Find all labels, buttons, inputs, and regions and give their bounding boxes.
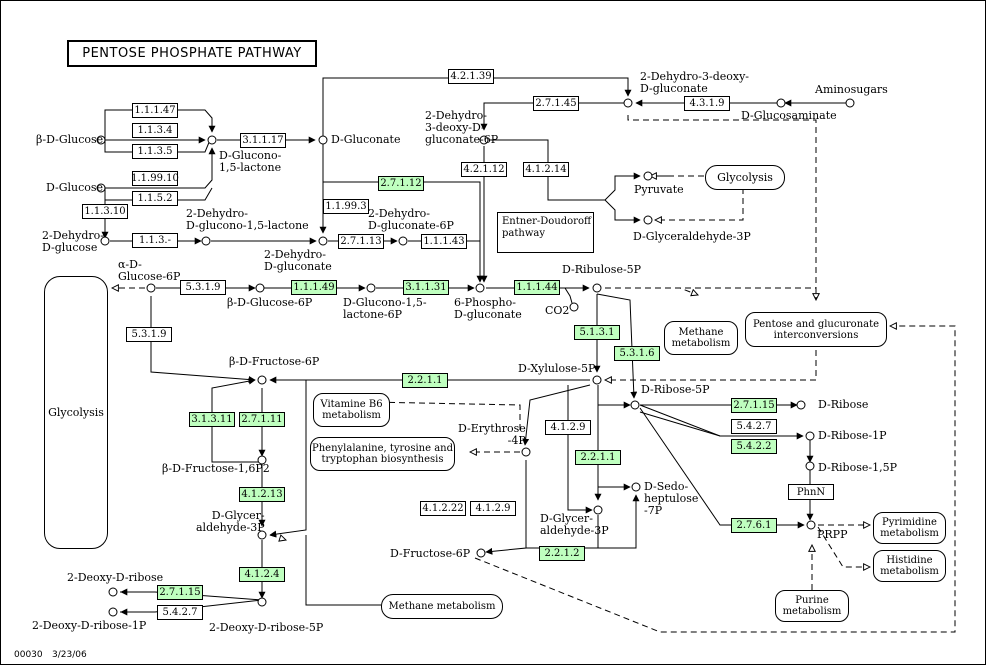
enzyme-5.3.1.9-top[interactable]: 5.3.1.9 — [180, 280, 226, 295]
compound-6-phospho-d-gluconate[interactable]: 6-Phospho- D-gluconate — [454, 296, 522, 321]
enzyme-1.1.5.2[interactable]: 1.1.5.2 — [132, 191, 178, 206]
enzyme-1.1.99.3[interactable]: 1.1.99.3 — [323, 199, 369, 214]
compound-d-ribose-5p[interactable]: D-Ribose-5P — [641, 383, 710, 396]
compound-2-deoxy-d-ribose-5p[interactable]: 2-Deoxy-D-ribose-5P — [209, 621, 324, 634]
compound-d-glucono-lactone-6p[interactable]: D-Glucono-1,5- lactone-6P — [343, 296, 427, 321]
enzyme-4.2.1.39[interactable]: 4.2.1.39 — [448, 69, 494, 84]
compound-d-fructose-6p[interactable]: D-Fructose-6P — [390, 547, 471, 560]
note-entner-doudoroff: Entner-Doudoroff pathway — [497, 212, 594, 253]
enzyme-3.1.1.17[interactable]: 3.1.1.17 — [240, 133, 286, 148]
pathway-phe-tyr-trp[interactable]: Phenylalanine, tyrosine and tryptophan b… — [310, 437, 455, 471]
compound-d-glyceraldehyde-3p-left[interactable]: D-Glycer- aldehyde-3P — [196, 509, 265, 534]
compound-d-ribulose-5p[interactable]: D-Ribulose-5P — [562, 263, 642, 276]
enzyme-5.3.1.6[interactable]: 5.3.1.6 — [614, 346, 660, 361]
enzyme-1.1.3.10[interactable]: 1.1.3.10 — [82, 204, 128, 219]
compound-d-gluconate[interactable]: D-Gluconate — [331, 133, 401, 146]
compound-pyruvate[interactable]: Pyruvate — [634, 183, 684, 196]
enzyme-1.1.1.47[interactable]: 1.1.1.47 — [132, 103, 178, 118]
compound-d-erythrose-4p[interactable]: D-Erythrose -4P — [458, 422, 526, 447]
compound-alpha-d-glucose-6p[interactable]: α-D- Glucose-6P — [118, 258, 181, 283]
enzyme-1.1.3.-[interactable]: 1.1.3.- — [132, 233, 178, 248]
compound-d-ribose[interactable]: D-Ribose — [818, 398, 869, 411]
pathway-vitamin-b6[interactable]: Vitamine B6 metabolism — [313, 393, 390, 427]
enzyme-5.4.2.2[interactable]: 5.4.2.2 — [731, 439, 777, 454]
enzyme-5.4.2.7-top[interactable]: 5.4.2.7 — [731, 419, 777, 434]
compound-prpp[interactable]: PRPP — [817, 528, 848, 541]
enzyme-3.1.3.11[interactable]: 3.1.3.11 — [189, 412, 235, 427]
compound-2-dehydro-d-glucose[interactable]: 2-Dehydro- D-glucose — [42, 229, 104, 254]
enzyme-2.7.6.1[interactable]: 2.7.6.1 — [731, 518, 777, 533]
enzyme-2.7.1.12[interactable]: 2.7.1.12 — [378, 176, 424, 191]
enzyme-2.7.1.11[interactable]: 2.7.1.11 — [239, 412, 285, 427]
pathway-methane-metabolism-bottom[interactable]: Methane metabolism — [381, 594, 503, 619]
pathway-glycolysis-left[interactable]: Glycolysis — [44, 276, 108, 549]
compound-b-d-glucose-6p[interactable]: β-D-Glucose-6P — [227, 296, 313, 309]
compound-2-dehydro-3-deoxy-d-gluconate-6p[interactable]: 2-Dehydro- 3-deoxy-D- gluconate-6P — [425, 109, 499, 146]
enzyme-1.1.1.49[interactable]: 1.1.1.49 — [291, 280, 337, 295]
compound-d-ribose-1p[interactable]: D-Ribose-1P — [818, 429, 887, 442]
compound-b-d-fructose-16p2[interactable]: β-D-Fructose-1,6P2 — [162, 462, 270, 475]
enzyme-2.7.1.15-top[interactable]: 2.7.1.15 — [731, 398, 777, 413]
compound-d-glucose[interactable]: D-Glucose — [46, 181, 104, 194]
enzyme-3.1.1.31[interactable]: 3.1.1.31 — [403, 280, 449, 295]
enzyme-2.7.1.45[interactable]: 2.7.1.45 — [533, 96, 579, 111]
enzyme-1.1.99.10[interactable]: 1.1.99.10 — [131, 171, 179, 186]
compound-d-xylulose-5p[interactable]: D-Xylulose-5P — [518, 362, 596, 375]
enzyme-4.1.2.13[interactable]: 4.1.2.13 — [239, 487, 285, 502]
enzyme-2.7.1.15-bottom[interactable]: 2.7.1.15 — [157, 585, 203, 600]
enzyme-phnn[interactable]: PhnN — [788, 484, 834, 500]
enzyme-4.1.2.9-left[interactable]: 4.1.2.9 — [470, 501, 516, 516]
compound-d-glucosaminate[interactable]: D-Glucosaminate — [741, 109, 837, 122]
compound-2-deoxy-d-ribose-1p[interactable]: 2-Deoxy-D-ribose-1P — [32, 619, 147, 632]
enzyme-4.2.1.12[interactable]: 4.2.1.12 — [461, 162, 507, 177]
compound-d-ribose-15p[interactable]: D-Ribose-1,5P — [818, 461, 897, 474]
compound-2-dehydro-3-deoxy-d-gluconate[interactable]: 2-Dehydro-3-deoxy- D-gluconate — [640, 70, 750, 95]
compound-d-glyceraldehyde-3p-top[interactable]: D-Glyceraldehyde-3P — [633, 230, 751, 243]
compound-2-deoxy-d-ribose[interactable]: 2-Deoxy-D-ribose — [67, 571, 164, 584]
enzyme-5.1.3.1[interactable]: 5.1.3.1 — [574, 325, 620, 340]
compound-d-glucono-lactone[interactable]: D-Glucono- 1,5-lactone — [219, 149, 282, 174]
enzyme-2.7.1.13[interactable]: 2.7.1.13 — [338, 234, 384, 249]
enzyme-2.2.1.1-top[interactable]: 2.2.1.1 — [402, 373, 448, 388]
compound-b-d-glucose[interactable]: β-D-Glucose — [36, 133, 104, 146]
compound-d-glyceraldehyde-3p-mid[interactable]: D-Glycer- aldehyde-3P — [540, 512, 609, 537]
enzyme-5.4.2.7-bottom[interactable]: 5.4.2.7 — [157, 605, 203, 620]
enzyme-2.2.1.2[interactable]: 2.2.1.2 — [539, 546, 585, 561]
enzyme-2.2.1.1-mid[interactable]: 2.2.1.1 — [575, 450, 621, 465]
pathway-histidine-metabolism[interactable]: Histidine metabolism — [873, 550, 946, 582]
enzyme-5.3.1.9-left[interactable]: 5.3.1.9 — [126, 327, 172, 342]
pathway-pyrimidine-metabolism[interactable]: Pyrimidine metabolism — [873, 512, 946, 544]
enzyme-4.1.2.14[interactable]: 4.1.2.14 — [523, 162, 569, 177]
footer-map-id: 00030 — [14, 650, 43, 660]
compound-aminosugars[interactable]: Aminosugars — [815, 83, 888, 96]
compound-co2[interactable]: CO2 — [545, 304, 570, 317]
compound-2-dehydro-d-gluconate[interactable]: 2-Dehydro- D-gluconate — [264, 248, 332, 273]
enzyme-4.3.1.9[interactable]: 4.3.1.9 — [684, 96, 730, 111]
enzyme-4.1.2.4[interactable]: 4.1.2.4 — [239, 567, 285, 582]
pathway-methane-metabolism-right[interactable]: Methane metabolism — [664, 321, 738, 355]
enzyme-1.1.3.4[interactable]: 1.1.3.4 — [132, 123, 178, 138]
compound-b-d-fructose-6p[interactable]: β-D-Fructose-6P — [229, 355, 320, 368]
compound-2-dehydro-d-gluconate-6p[interactable]: 2-Dehydro- D-gluconate-6P — [368, 207, 454, 232]
enzyme-1.1.1.44[interactable]: 1.1.1.44 — [514, 280, 560, 295]
enzyme-4.1.2.22[interactable]: 4.1.2.22 — [420, 501, 466, 516]
compound-2-dehydro-d-glucono-lactone[interactable]: 2-Dehydro- D-glucono-1,5-lactone — [186, 207, 309, 232]
enzyme-1.1.1.43[interactable]: 1.1.1.43 — [421, 234, 467, 249]
map-title: PENTOSE PHOSPHATE PATHWAY — [67, 40, 317, 67]
pathway-purine-metabolism[interactable]: Purine metabolism — [775, 590, 849, 622]
footer-date: 3/23/06 — [52, 650, 87, 660]
enzyme-1.1.3.5[interactable]: 1.1.3.5 — [132, 144, 178, 159]
compound-d-sedoheptulose-7p[interactable]: D-Sedo- heptulose -7P — [644, 480, 699, 517]
enzyme-4.1.2.9-right[interactable]: 4.1.2.9 — [545, 420, 591, 435]
pathway-pentose-glucuronate[interactable]: Pentose and glucuronate interconversions — [745, 312, 887, 347]
pathway-glycolysis-top[interactable]: Glycolysis — [705, 165, 785, 190]
